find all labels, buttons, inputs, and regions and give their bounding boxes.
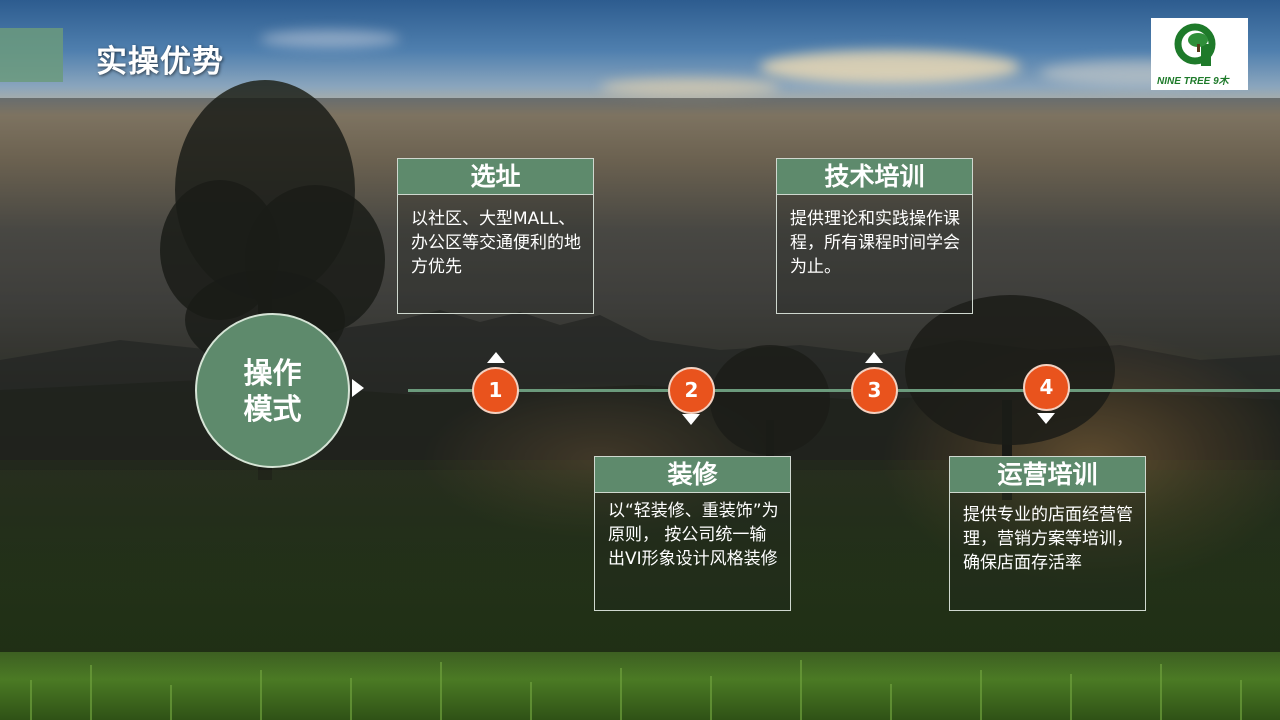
step-title: 技术培训 [777,159,972,195]
operation-mode-hub: 操作 模式 [195,313,350,468]
step-card-3: 技术培训 提供理论和实践操作课程，所有课程时间学会为止。 [776,158,973,314]
pointer-up-icon [487,352,505,363]
pointer-down-icon [1037,413,1055,424]
step-card-4: 运营培训 提供专业的店面经营管理，营销方案等培训，确保店面存活率 [949,456,1146,611]
pointer-down-icon [682,414,700,425]
hub-label: 操作 模式 [197,355,348,427]
page-title: 实操优势 [96,44,224,80]
brand-logo: NINE TREE 9木 [1151,18,1248,90]
cloud [260,30,400,48]
step-title: 选址 [398,159,593,195]
step-description: 以社区、大型MALL、办公区等交通便利的地方优先 [411,209,581,277]
step-description: 提供理论和实践操作课程，所有课程时间学会为止。 [790,209,960,277]
step-description: 提供专业的店面经营管理，营销方案等培训，确保店面存活率 [963,505,1133,573]
step-node-4: 4 [1023,364,1070,411]
cloud [600,78,780,96]
hub-arrow-icon [352,379,364,397]
timeline-line [408,389,1280,392]
step-description: 以“轻装修、重装饰”为原则， 按公司统一输出VI形象设计风格装修 [608,501,779,569]
hub-label-line2: 模式 [243,392,302,426]
logo-text: NINE TREE 9木 [1157,76,1229,87]
meadow [0,470,1280,660]
cloud [760,50,1020,84]
step-title: 运营培训 [950,457,1145,493]
step-title: 装修 [595,457,790,493]
step-card-1: 选址 以社区、大型MALL、办公区等交通便利的地方优先 [397,158,594,314]
mid-tree [710,345,830,480]
pointer-up-icon [865,352,883,363]
step-node-2: 2 [668,367,715,414]
step-node-3: 3 [851,367,898,414]
nine-tree-logo-icon [1174,23,1216,66]
step-node-1: 1 [472,367,519,414]
right-tree [905,295,1115,500]
title-accent-block [0,28,63,82]
grass-strip [0,652,1280,720]
step-card-2: 装修 以“轻装修、重装饰”为原则， 按公司统一输出VI形象设计风格装修 [594,456,791,611]
hub-label-line1: 操作 [243,356,302,390]
